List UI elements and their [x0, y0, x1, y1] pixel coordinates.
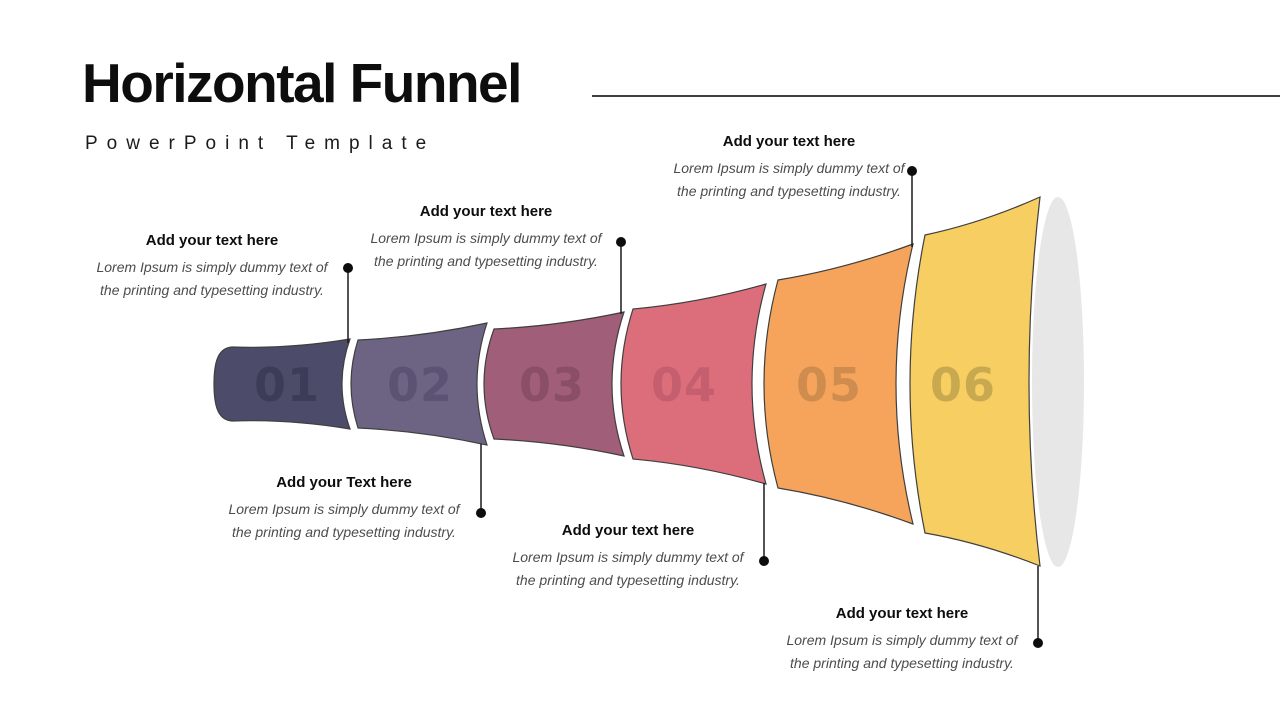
funnel-segment-shape: [620, 283, 767, 485]
funnel-segment-01: 01: [213, 338, 351, 430]
funnel-segment-03: 03: [483, 311, 625, 457]
callout-connector-dot: [616, 237, 626, 247]
page-subtitle: PowerPoint Template: [85, 133, 436, 154]
callout-body-line: Lorem Ipsum is simply dummy text of: [370, 230, 602, 246]
callout-connector-dot: [907, 166, 917, 176]
callout-step-1: Add your text here Lorem Ipsum is simply…: [82, 232, 342, 301]
callout-connector-dot: [759, 556, 769, 566]
callout-body-line: the printing and typesetting industry.: [516, 571, 740, 588]
funnel-segment-02: 02: [350, 322, 488, 446]
funnel-segment-shape: [483, 311, 625, 457]
funnel-segment-06: 06: [909, 196, 1041, 567]
funnel-segment-number: 01: [254, 358, 320, 412]
callout-connectors: [343, 166, 1043, 648]
callout-body-line: Lorem Ipsum is simply dummy text of: [228, 501, 460, 517]
callout-heading: Add your text here: [835, 605, 969, 622]
callout-step-4: Add your text here Lorem Ipsum is simply…: [498, 522, 758, 591]
callout-body-line: Lorem Ipsum is simply dummy text of: [512, 549, 744, 565]
callout-connector-dot: [343, 263, 353, 273]
callout-body-line: the printing and typesetting industry.: [374, 252, 598, 269]
callout-body-line: the printing and typesetting industry.: [100, 281, 324, 298]
funnel-segment-shape: [213, 338, 351, 430]
callout-connector-dot: [476, 508, 486, 518]
callout-body-line: Lorem Ipsum is simply dummy text of: [673, 160, 905, 176]
callout-body-line: Lorem Ipsum is simply dummy text of: [96, 259, 328, 275]
callout-heading: Add your text here: [722, 133, 856, 150]
funnel-segment-number: 05: [796, 358, 862, 412]
callout-heading: Add your text here: [419, 203, 553, 220]
callout-body-line: Lorem Ipsum is simply dummy text of: [786, 632, 1018, 648]
funnel-segment-number: 06: [930, 358, 996, 412]
funnel-segment-number: 03: [519, 358, 585, 412]
callout-step-3: Add your text here Lorem Ipsum is simply…: [356, 203, 616, 272]
callout-body-line: the printing and typesetting industry.: [790, 654, 1014, 671]
callout-step-2: Add your Text here Lorem Ipsum is simply…: [214, 474, 474, 543]
funnel-segment-05: 05: [763, 243, 914, 525]
callout-heading: Add your text here: [145, 232, 279, 249]
funnel-segment-04: 04: [620, 283, 767, 485]
callout-body-line: the printing and typesetting industry.: [232, 523, 456, 540]
callout-heading: Add your text here: [561, 522, 695, 539]
funnel-segment-shape: [350, 322, 488, 446]
funnel-segment-number: 04: [651, 358, 717, 412]
callout-step-6: Add your text here Lorem Ipsum is simply…: [772, 605, 1032, 674]
funnel-segment-shape: [763, 243, 914, 525]
callout-heading: Add your Text here: [276, 474, 412, 491]
callout-step-5: Add your text here Lorem Ipsum is simply…: [659, 133, 919, 202]
funnel-segment-number: 02: [387, 358, 453, 412]
funnel-opening-ellipse: [1032, 197, 1084, 567]
funnel-segment-shape: [909, 196, 1041, 567]
page-title: Horizontal Funnel: [82, 52, 522, 114]
callout-connector-dot: [1033, 638, 1043, 648]
callout-body-line: the printing and typesetting industry.: [677, 182, 901, 199]
title-divider-line: [592, 95, 1280, 97]
